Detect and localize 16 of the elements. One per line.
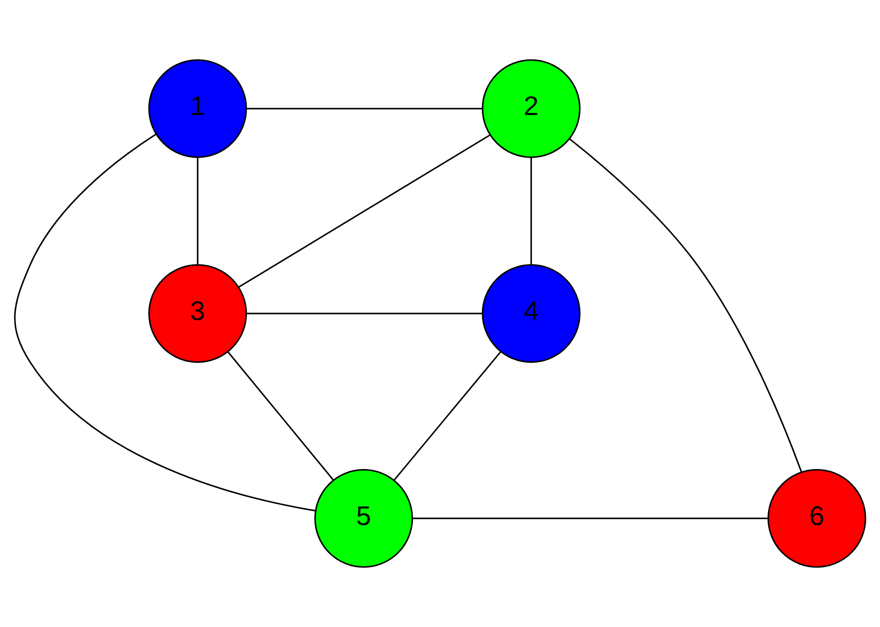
node-circle: 4 bbox=[482, 264, 581, 363]
connector bbox=[530, 157, 532, 264]
node-circle: 2 bbox=[482, 59, 581, 158]
connector bbox=[246, 108, 482, 110]
connector bbox=[412, 518, 768, 520]
node-circle: 3 bbox=[148, 264, 247, 363]
connector bbox=[14, 133, 316, 512]
connector bbox=[238, 134, 490, 288]
connector bbox=[196, 157, 198, 264]
node-circle: 6 bbox=[768, 469, 866, 568]
connector bbox=[568, 138, 802, 473]
node-circle: 5 bbox=[314, 469, 414, 568]
connector bbox=[246, 312, 482, 314]
node-circle: 1 bbox=[148, 59, 247, 158]
connector bbox=[228, 352, 334, 481]
connector bbox=[394, 351, 502, 480]
